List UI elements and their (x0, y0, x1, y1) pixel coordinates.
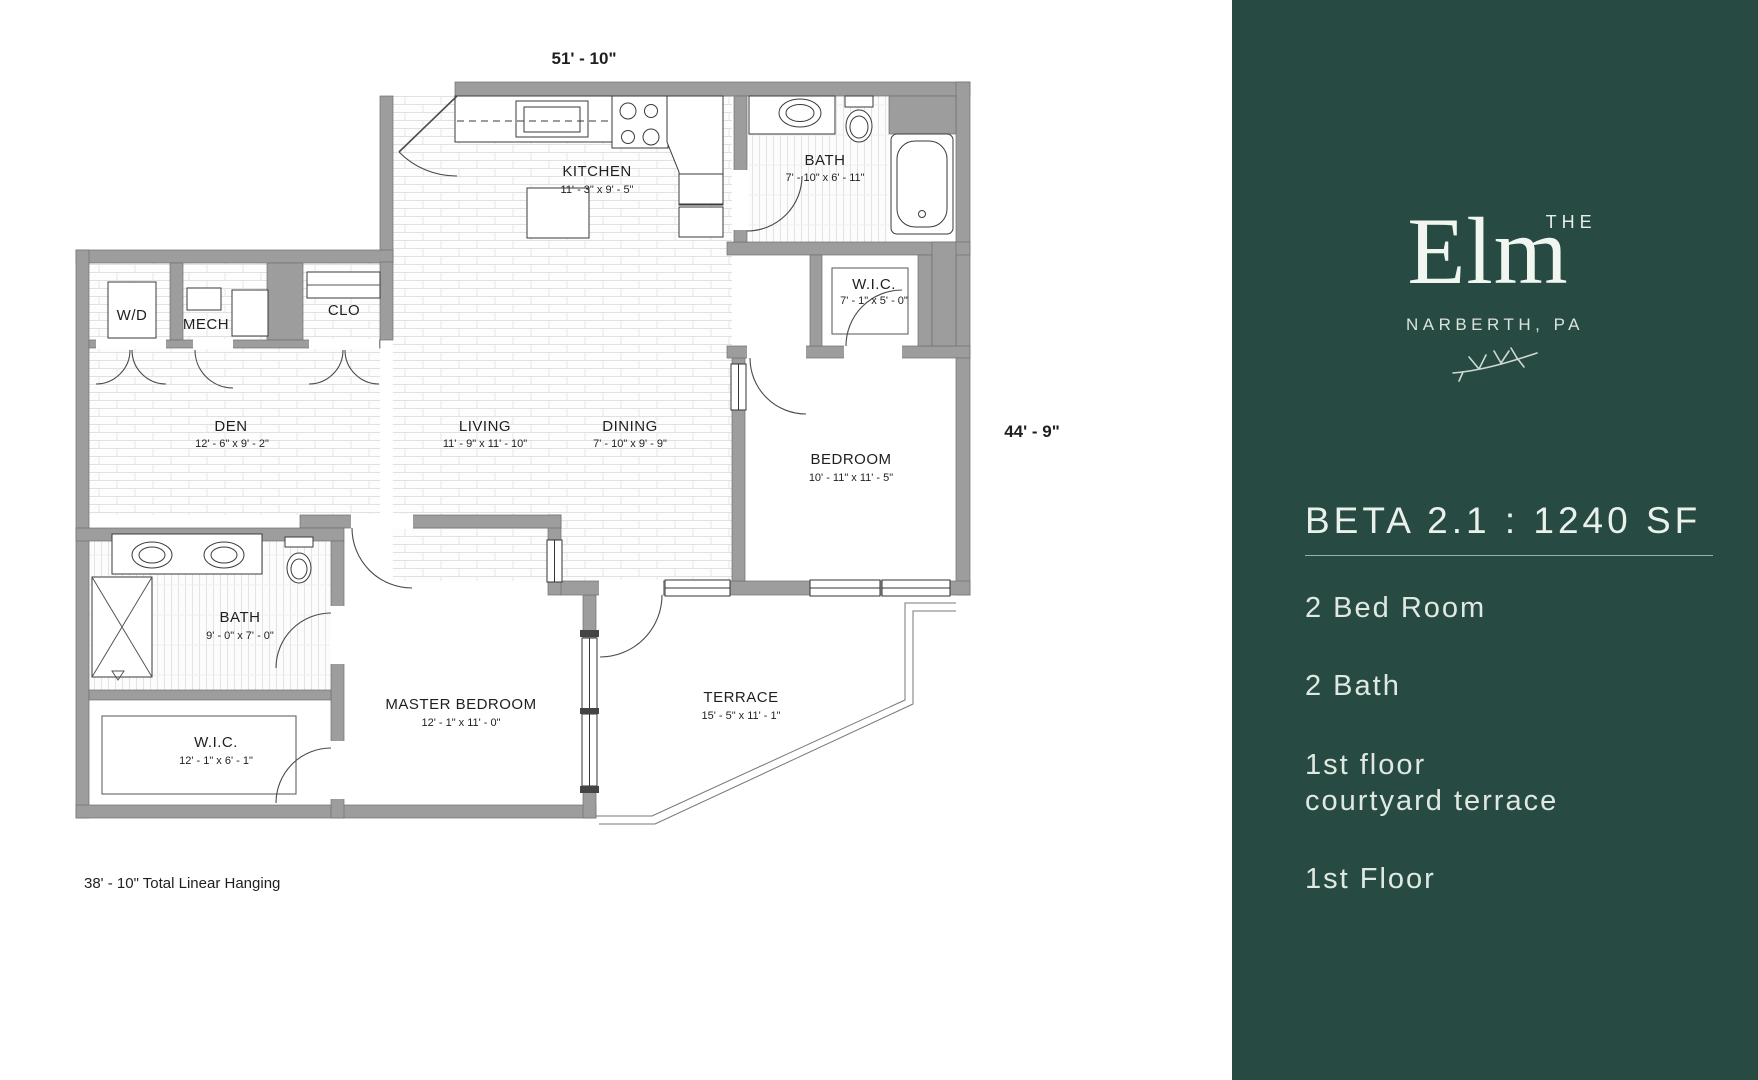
room-label-wic: W.I.C. (852, 276, 896, 293)
room-label-mech: MECH (183, 316, 229, 333)
washer-dryer (107, 281, 157, 339)
unit-title: BETA 2.1 : 1240 SF (1305, 500, 1702, 541)
kitchen-island (526, 187, 590, 239)
fixtures (91, 95, 954, 795)
room-dims-living: 11' - 9" x 11' - 10" (443, 438, 527, 450)
brand-location: NARBERTH, PA (1405, 315, 1585, 335)
brand-the: THE (1545, 212, 1597, 232)
room-label-terrace: TERRACE (703, 689, 778, 706)
title-underline (1305, 555, 1713, 556)
room-label-master: MASTER BEDROOM (385, 696, 536, 713)
room-dims-bath: 7' - 10" x 6' - 11" (785, 172, 864, 184)
room-label-living: LIVING (459, 418, 511, 435)
room-dims-wic: 7' - 1" x 5' - 0" (840, 295, 908, 307)
brand-name: Elm (1407, 198, 1569, 304)
door-openings (96, 170, 902, 799)
room-label-clo: CLO (328, 302, 360, 319)
sidebar: Elm THE NARBERTH, PA BETA 2.1 : 1240 SF (1232, 0, 1758, 1080)
feature-floor: 1st Floor (1305, 863, 1436, 895)
room-dims-master: 12' - 1" x 11' - 0" (421, 717, 500, 729)
room-label-wic2: W.I.C. (194, 734, 238, 751)
floor-plan: 51' - 10" 44' - 9" 38' - 10" Total Linea… (75, 49, 1060, 892)
feature-terrace: 1st floor courtyard terrace (1305, 748, 1559, 817)
room-label-den: DEN (214, 418, 247, 435)
door-swings (95, 95, 903, 804)
mech-unit-2 (231, 289, 269, 337)
feature-bedrooms: 2 Bed Room (1305, 592, 1487, 624)
unit-info: BETA 2.1 : 1240 SF 2 Bed Room 2 Bath 1st… (1305, 500, 1745, 939)
overall-width-dim: 51' - 10" (551, 49, 616, 68)
room-label-bath2: BATH (220, 609, 261, 626)
overall-height-dim: 44' - 9" (1004, 422, 1060, 441)
windows (546, 363, 951, 793)
room-dims-bath2: 9' - 0" x 7' - 0" (206, 630, 274, 642)
room-label-dining: DINING (602, 418, 658, 435)
room-label-bedroom: BEDROOM (810, 451, 891, 468)
room-label-wd: W/D (117, 307, 148, 324)
mech-unit (186, 287, 222, 311)
room-dims-dining: 7' - 10" x 9' - 9" (593, 438, 667, 450)
linear-hanging-note: 38' - 10" Total Linear Hanging (84, 875, 280, 892)
refrigerator (678, 173, 724, 205)
room-dims-terrace: 15' - 5" x 11' - 1" (701, 710, 780, 722)
floor-hatching (89, 96, 889, 690)
room-label-kitchen: KITCHEN (562, 163, 631, 180)
toilet-tank-2 (284, 536, 314, 548)
room-dims-bedroom: 10' - 11" x 11' - 5" (809, 472, 893, 484)
room-label-bath: BATH (805, 152, 846, 169)
feature-baths: 2 Bath (1305, 670, 1401, 703)
room-dims-wic2: 12' - 1" x 6' - 1" (179, 755, 253, 767)
stove (611, 95, 669, 149)
brand-logo: Elm THE NARBERTH, PA (1232, 204, 1758, 392)
branch-icon (1452, 347, 1538, 383)
feature-list: 2 Bed Room 2 Bath 1st floor courtyard te… (1305, 590, 1745, 897)
wic-outline (101, 715, 297, 795)
room-labels: 51' - 10" 44' - 9" 38' - 10" Total Linea… (84, 49, 1060, 892)
toilet-tank (844, 95, 874, 108)
closet-outline (831, 267, 909, 335)
room-dims-den: 12' - 6" x 9' - 2" (195, 438, 269, 450)
room-dims-kitchen: 11' - 3" x 9' - 5" (561, 184, 634, 196)
terrace-boundary (596, 602, 956, 825)
